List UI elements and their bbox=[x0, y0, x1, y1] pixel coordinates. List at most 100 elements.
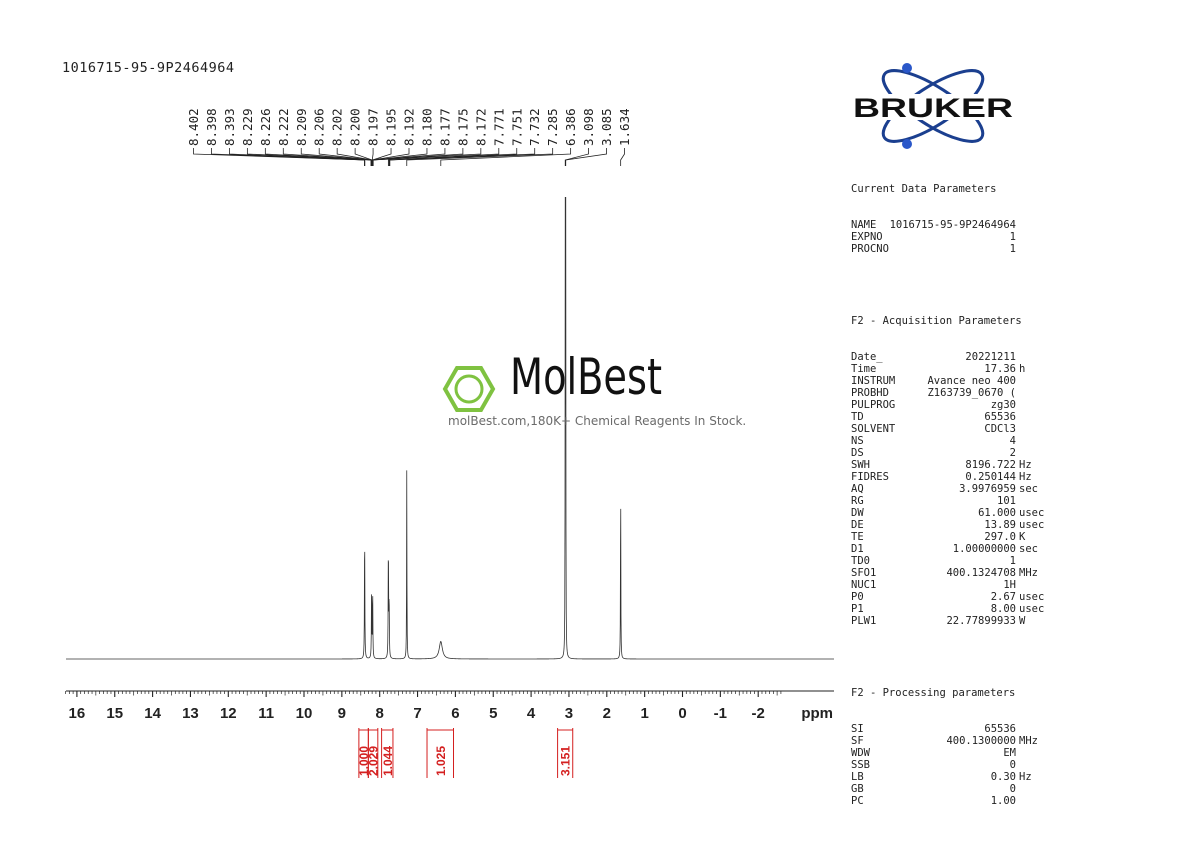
param-value: CDCl3 bbox=[984, 423, 1016, 435]
param-name: D1 bbox=[851, 543, 864, 555]
peak-label: 8.195 bbox=[384, 108, 399, 146]
param-name: SSB bbox=[851, 759, 870, 771]
param-name: Date_ bbox=[851, 351, 883, 363]
param-name: TE bbox=[851, 531, 864, 543]
param-name: WDW bbox=[851, 747, 870, 759]
peak-label: 8.398 bbox=[204, 108, 219, 146]
param-unit: h bbox=[1019, 363, 1026, 375]
integral-value: 2.029 bbox=[367, 746, 381, 776]
peak-label: 8.175 bbox=[455, 108, 470, 146]
peak-connector bbox=[620, 148, 625, 166]
param-value: 1.00000000 bbox=[952, 543, 1016, 555]
param-value: 13.89 bbox=[984, 519, 1016, 531]
param-value: 2 bbox=[1009, 447, 1016, 459]
param-value: 297.0 bbox=[984, 531, 1016, 543]
param-name: TD0 bbox=[851, 555, 870, 567]
param-value: zg30 bbox=[990, 399, 1016, 411]
peak-label: 8.402 bbox=[186, 108, 201, 146]
current-params-title: Current Data Parameters bbox=[851, 183, 997, 195]
param-name: P0 bbox=[851, 591, 864, 603]
peak-label: 8.222 bbox=[276, 108, 291, 146]
peak-label: 8.177 bbox=[437, 108, 452, 146]
param-name: TD bbox=[851, 411, 864, 423]
param-unit: Hz bbox=[1019, 771, 1032, 783]
peak-label: 7.732 bbox=[527, 108, 542, 146]
watermark-brand: MolBest bbox=[510, 348, 662, 406]
param-name: EXPNO bbox=[851, 231, 883, 243]
tick-label: 12 bbox=[220, 705, 237, 722]
tick-label: 16 bbox=[69, 705, 86, 722]
param-name: PC bbox=[851, 795, 864, 807]
peak-label: 8.202 bbox=[330, 108, 345, 146]
param-value: 61.000 bbox=[978, 507, 1016, 519]
peak-label: 8.200 bbox=[348, 108, 363, 146]
param-unit: Hz bbox=[1019, 459, 1032, 471]
param-value: 1016715-95-9P2464964 bbox=[889, 219, 1016, 231]
peak-connector bbox=[282, 148, 372, 166]
param-value: 8.00 bbox=[990, 603, 1016, 615]
tick-label: 14 bbox=[144, 705, 161, 722]
tick-label: 11 bbox=[258, 705, 274, 722]
param-row: EXPNO 1 bbox=[851, 231, 1061, 243]
param-name: INSTRUM bbox=[851, 375, 896, 387]
param-value: 0.30 bbox=[990, 771, 1016, 783]
param-name: NUC1 bbox=[851, 579, 877, 591]
integral-value: 3.151 bbox=[559, 746, 573, 776]
peak-connector bbox=[387, 148, 500, 166]
param-name: PLW1 bbox=[851, 615, 877, 627]
param-name: NS bbox=[851, 435, 864, 447]
axis-label: ppm bbox=[801, 705, 833, 722]
param-name: RG bbox=[851, 495, 864, 507]
tick-label: 8 bbox=[376, 705, 384, 722]
param-name: SFO1 bbox=[851, 567, 877, 579]
integral-bracket bbox=[367, 728, 379, 778]
param-value: 20221211 bbox=[965, 351, 1016, 363]
peak-connector bbox=[440, 148, 572, 166]
param-unit: MHz bbox=[1019, 735, 1038, 747]
integral-bracket bbox=[381, 728, 394, 778]
tick-label: 10 bbox=[296, 705, 313, 722]
tick-label: 5 bbox=[489, 705, 497, 722]
bruker-logo-text: BRUKER bbox=[853, 93, 1013, 123]
param-value: 1 bbox=[1009, 231, 1016, 243]
tick-label: 15 bbox=[106, 705, 123, 722]
molbest-watermark: MolBest bbox=[442, 348, 662, 412]
benzene-icon bbox=[442, 366, 496, 412]
param-unit: sec bbox=[1019, 483, 1038, 495]
integral-bracket bbox=[557, 728, 574, 778]
param-name: LB bbox=[851, 771, 864, 783]
param-name: PULPROG bbox=[851, 399, 896, 411]
param-value: 400.1324708 bbox=[946, 567, 1016, 579]
param-unit: usec bbox=[1019, 591, 1045, 603]
param-value: 17.36 bbox=[984, 363, 1016, 375]
param-value: 0.250144 bbox=[965, 471, 1016, 483]
spectrum-trace bbox=[66, 196, 834, 660]
peak-connector bbox=[229, 148, 366, 166]
peak-label: 7.751 bbox=[509, 108, 524, 146]
peak-connector bbox=[389, 148, 536, 166]
param-value: 1.00 bbox=[990, 795, 1016, 807]
param-name: PROBHD bbox=[851, 387, 889, 399]
